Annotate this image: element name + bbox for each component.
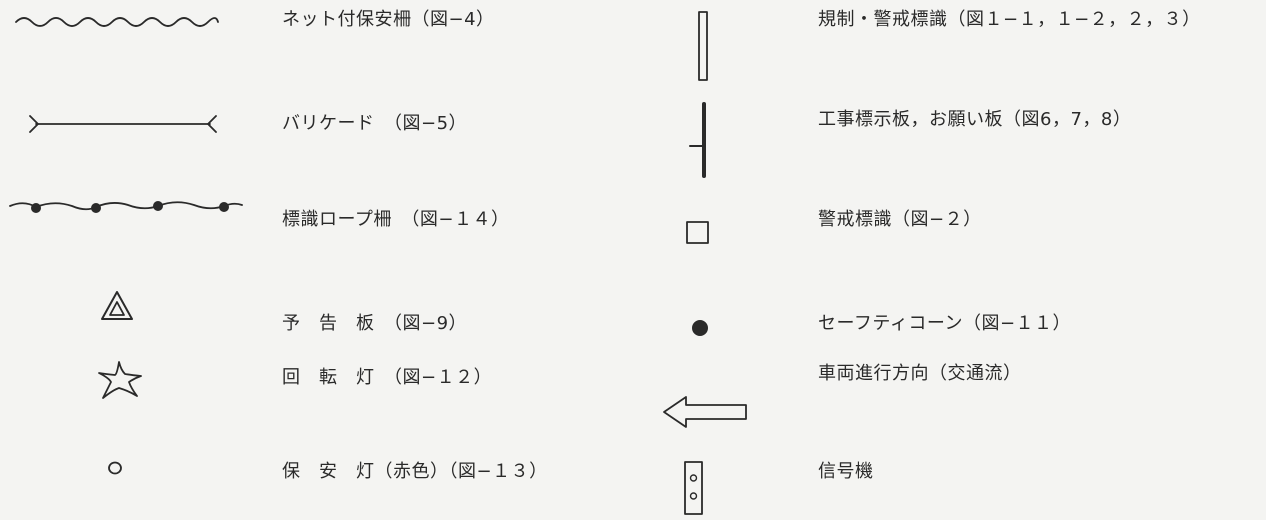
legend-label-net-fence: ネット付保安柵（図−4） <box>282 9 495 30</box>
legend-label-safety-cone: セーフティコーン（図−１１） <box>818 313 1072 334</box>
legend-label-rope-fence: 標識ロープ柵 （図−１４） <box>282 209 510 230</box>
legend-label-square-sign: 警戒標識（図−２） <box>818 209 982 230</box>
warning-triangle-icon <box>101 291 133 320</box>
legend-label-rotating-light: 回 転 灯 （図−１２） <box>282 367 493 388</box>
wavy-fence-icon <box>15 17 219 27</box>
safety-lamp-icon <box>108 461 122 475</box>
legend-label-safety-lamp: 保 安 灯（赤色）（図−１３） <box>282 461 548 482</box>
arrow-left-icon <box>663 396 747 428</box>
legend-label-barricade: バリケード （図−5） <box>282 113 468 134</box>
safety-cone-icon <box>692 320 708 336</box>
rotating-light-icon <box>98 361 142 399</box>
rope-fence-icon <box>9 201 243 213</box>
traffic-signal-icon <box>684 461 703 515</box>
legend-label-work-sign-board: 工事標示板，お願い板（図6，7，8） <box>818 109 1132 130</box>
legend-label-warning-board: 予 告 板 （図−9） <box>282 313 468 334</box>
work-sign-board-icon <box>689 102 706 178</box>
sign-post-icon <box>698 11 708 81</box>
legend-label-traffic-direction: 車両進行方向（交通流） <box>818 363 1022 384</box>
square-sign-icon <box>686 221 709 244</box>
barricade-icon <box>29 115 217 133</box>
legend-label-regulation-sign: 規制・警戒標識（図１−１，１−２，２，３） <box>818 9 1201 30</box>
legend-label-traffic-signal: 信号機 <box>818 461 874 482</box>
